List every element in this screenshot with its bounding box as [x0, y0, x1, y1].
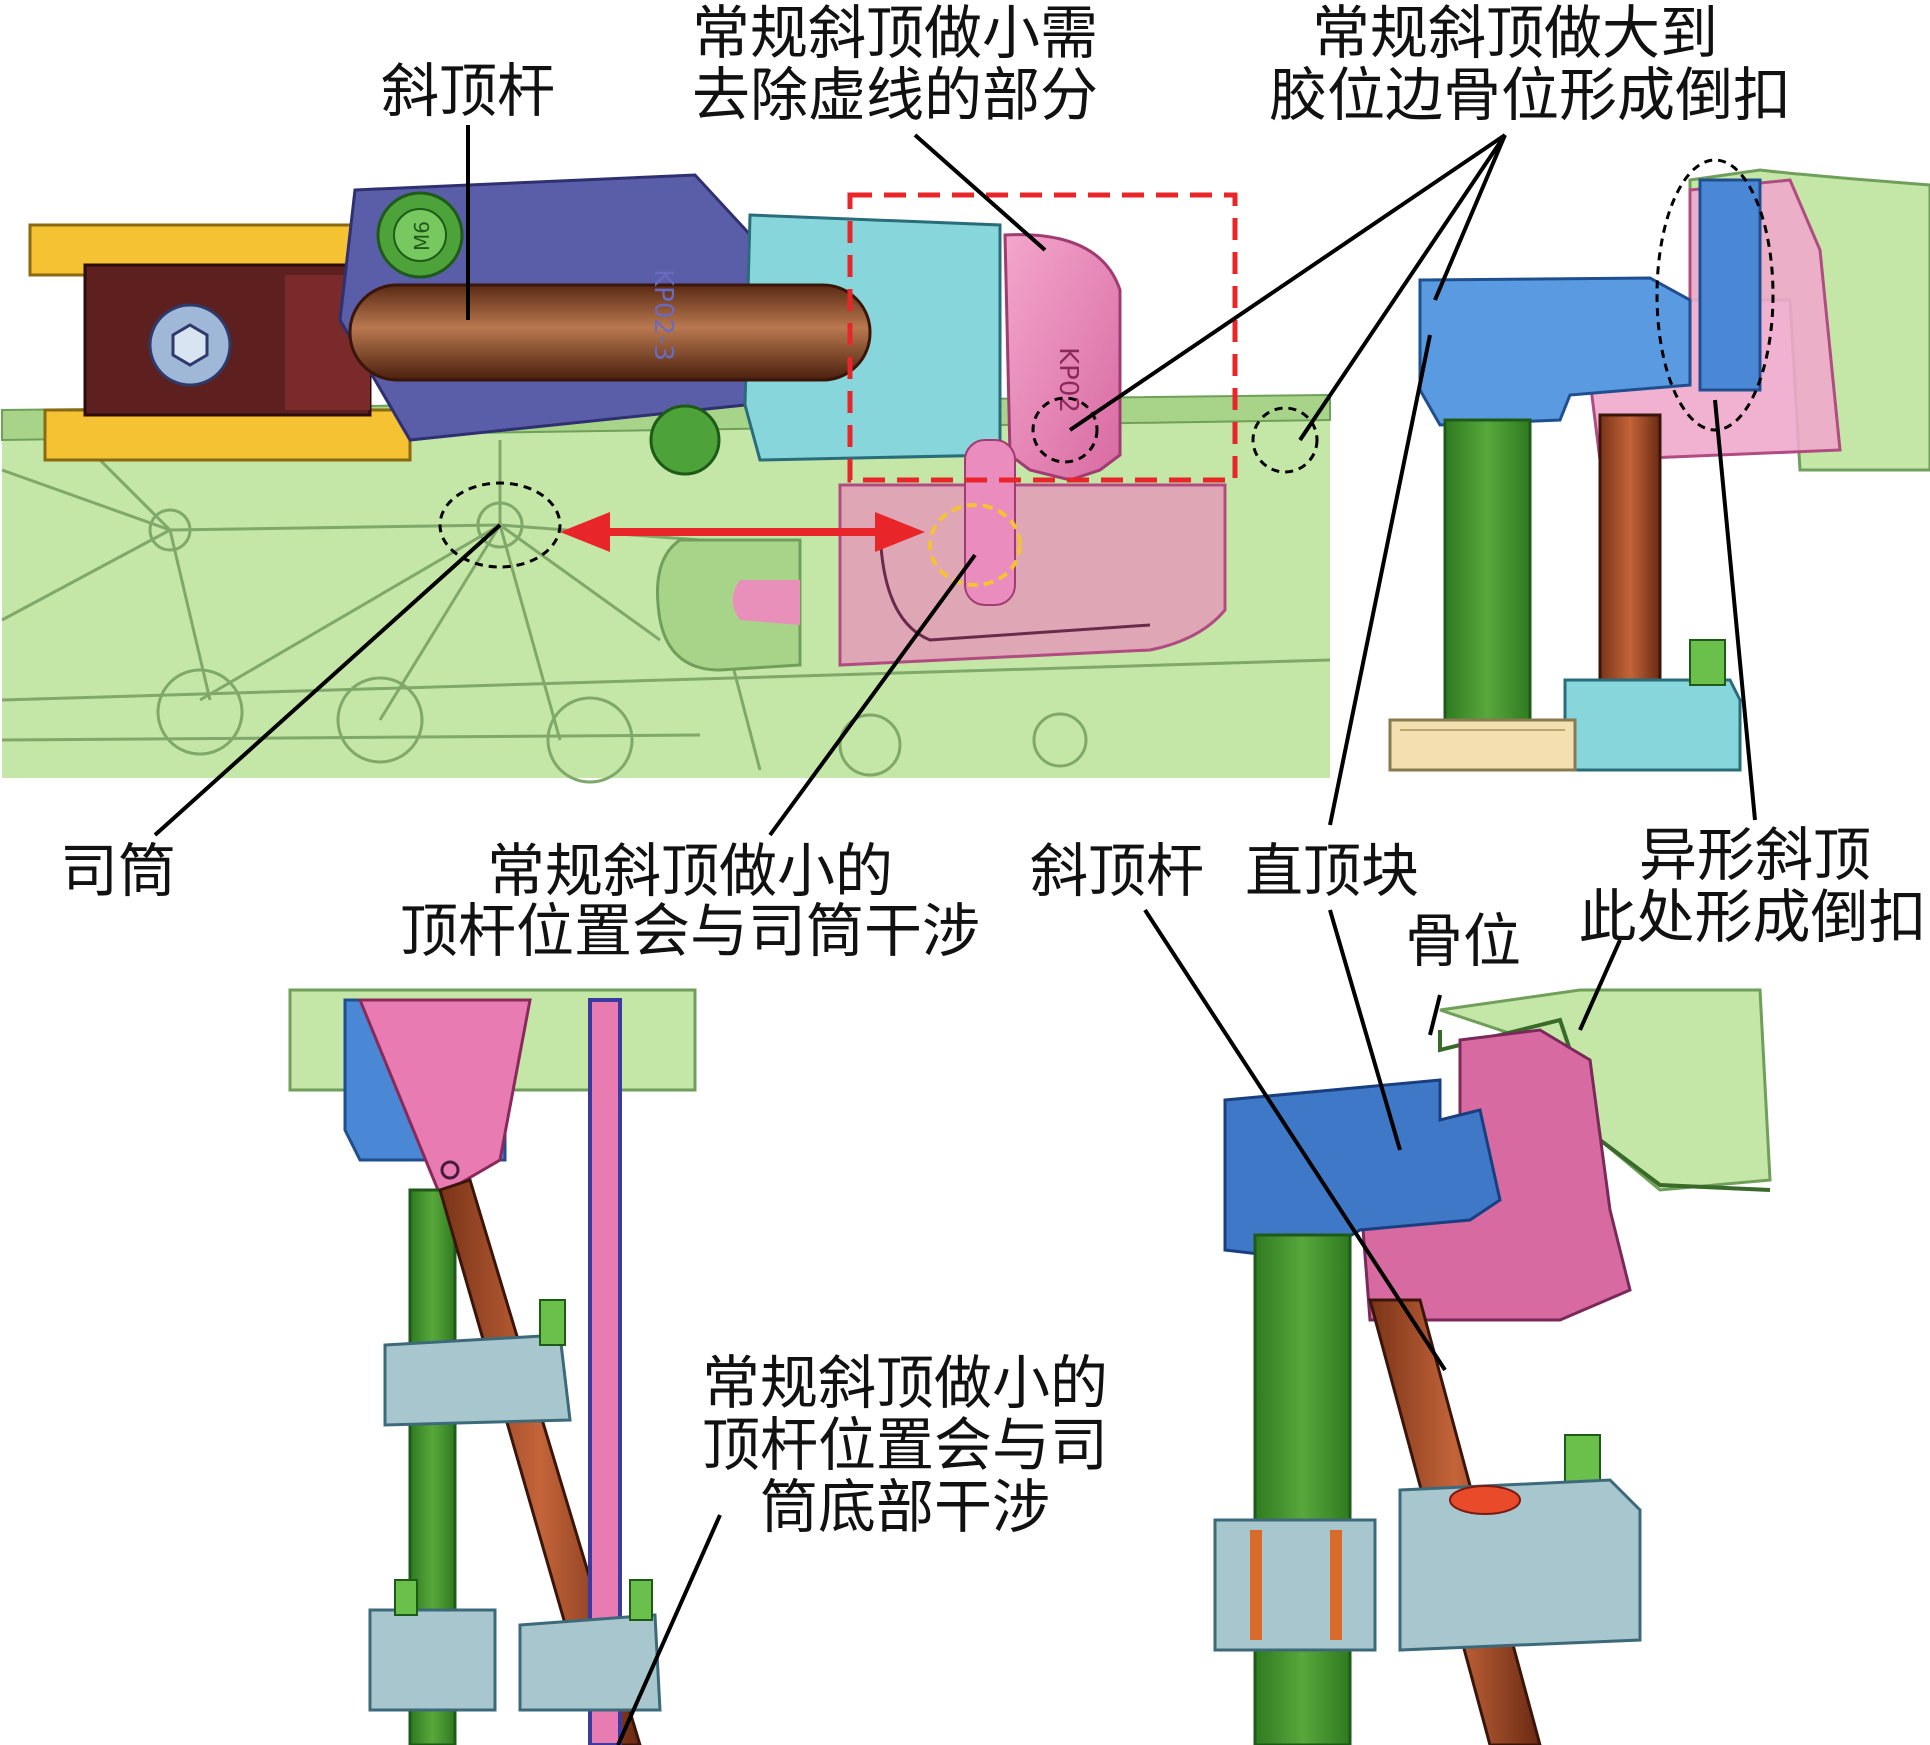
guide-block-br: [1398, 1478, 1642, 1652]
guide-block-bl-2: [368, 1608, 497, 1712]
undercut-circle-2: [1251, 406, 1319, 474]
guide-bolt-bl-1: [539, 1299, 566, 1346]
label-interfere-line2: 顶杆位置会与司筒干涉: [399, 897, 980, 965]
label-shrink-line1: 常规斜顶做小需: [691, 0, 1098, 67]
block-code-mark: KP02-3: [648, 269, 678, 361]
blue-lifter-face: [1698, 178, 1762, 392]
label-shrink-line2: 去除虚线的部分: [691, 61, 1098, 129]
label-straight-block: 直顶块: [1245, 837, 1420, 905]
bottom-left-panel: [288, 988, 697, 1745]
label-bottom-interfere-line2: 顶杆位置会与司: [701, 1411, 1108, 1479]
top-right-panel: [1388, 158, 1930, 772]
label-bottom-interfere-line3: 筒底部干涉: [759, 1473, 1050, 1541]
lifter-rod-horizontal: [348, 283, 872, 382]
lifter-code-mark: KP02: [1053, 347, 1083, 413]
label-enlarge-line1: 常规斜顶做大到: [1311, 0, 1718, 67]
interference-arrow: [560, 512, 925, 552]
clamp-insert-2: [1330, 1530, 1342, 1640]
top-left-panel: M6 KP02-3 KP02: [1, 173, 1331, 784]
pocket-contour: [656, 538, 802, 672]
guide-block-top-right: [1563, 678, 1742, 772]
guide-bolt-bl-2: [629, 1579, 653, 1621]
m6-bolt-inner: [393, 208, 447, 262]
hex-socket: [171, 323, 209, 367]
undercut-circle-1: [1031, 396, 1099, 464]
pin-circle-yellow: [928, 503, 1022, 587]
label-bottom-interfere-line1: 常规斜顶做小的: [701, 1349, 1108, 1417]
label-special-lifter-line1: 异形斜顶: [1638, 821, 1871, 889]
leader-lines: [153, 125, 1757, 1745]
label-interfere-line1: 常规斜顶做小的: [486, 837, 893, 905]
pin-hole: [440, 1160, 460, 1180]
yellow-plate-bottom: [43, 408, 412, 462]
label-sleeve: 司筒: [60, 837, 177, 905]
bottom-right-panel: [1213, 988, 1772, 1745]
guide-block-bl-1: [383, 1333, 572, 1427]
rib-lattice: [1, 438, 1331, 784]
ejector-pin-bottom-right: [1253, 1233, 1352, 1745]
pocket-pink-tab: [732, 580, 800, 625]
label-special-lifter-line2: 此处形成倒扣: [1578, 883, 1927, 951]
guide-bolt-top-right: [1689, 639, 1726, 686]
guide-bolt-bl-3: [394, 1579, 418, 1616]
clamp-block-br: [1213, 1518, 1377, 1652]
brown-rod-top-right: [1598, 413, 1662, 707]
label-lifter-rod-top: 斜顶杆: [380, 57, 555, 125]
lifter-pin: [964, 439, 1016, 606]
ejector-pin-top-right: [1443, 418, 1532, 722]
green-bolt-lower: [649, 404, 721, 476]
rod-hole: [1449, 1485, 1521, 1515]
clamp-insert-1: [1250, 1530, 1262, 1640]
bolt-mark: M6: [410, 221, 434, 251]
sleeve-circle: [438, 481, 562, 569]
straight-block-top-right: [1418, 276, 1692, 427]
guide-block-bl-3: [518, 1613, 662, 1712]
guide-bolt-br: [1564, 1434, 1601, 1486]
removal-region-box: [847, 192, 1238, 483]
lifter-head: [1003, 233, 1122, 482]
lifter-head-bottom-left: [357, 998, 532, 1198]
base-plate-top-right: [1388, 718, 1577, 772]
label-rib: 骨位: [1405, 907, 1522, 975]
label-enlarge-line2: 胶位边骨位形成倒扣: [1268, 61, 1791, 129]
label-lifter-rod-right: 斜顶杆: [1030, 837, 1205, 905]
undercut-circle-top-right: [1655, 158, 1775, 432]
lifter-body-translucent: [838, 483, 1227, 667]
